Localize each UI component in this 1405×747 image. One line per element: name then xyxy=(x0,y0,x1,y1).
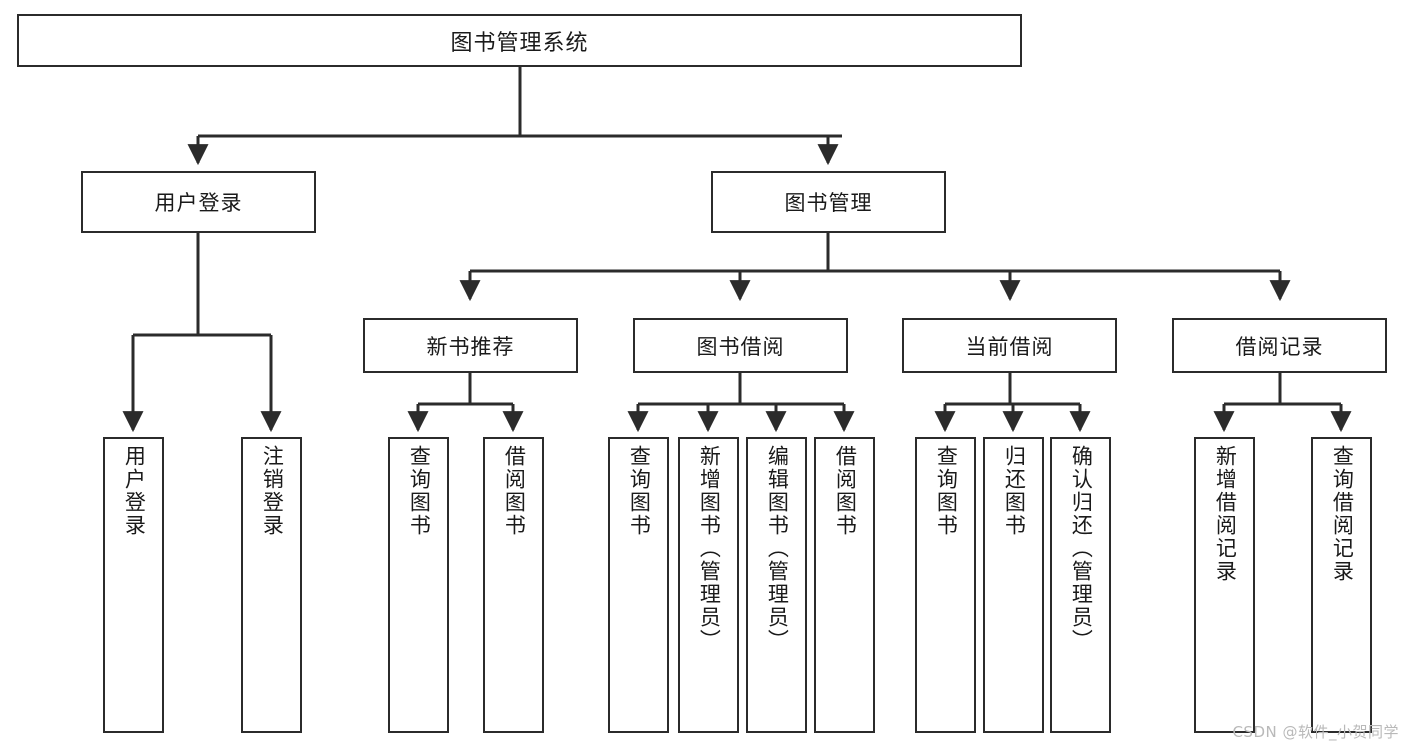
node-label: 确认归还（管理员） xyxy=(1069,445,1094,652)
csdn-watermark: CSDN @软件_小贺同学 xyxy=(1232,723,1399,741)
node-label: 图书管理 xyxy=(784,191,873,215)
node-label: 新书推荐 xyxy=(426,334,515,359)
node-label: 编辑图书（管理员） xyxy=(765,445,790,652)
node-leaf-logout[interactable]: 注销登录 xyxy=(241,437,302,733)
node-leaf-edit-book[interactable]: 编辑图书（管理员） xyxy=(746,437,807,733)
node-leaf-return-book[interactable]: 归还图书 xyxy=(983,437,1044,733)
node-borrow-record[interactable]: 借阅记录 xyxy=(1172,318,1387,373)
node-leaf-user-login[interactable]: 用户登录 xyxy=(103,437,164,733)
node-label: 图书管理系统 xyxy=(450,30,589,56)
node-user-login[interactable]: 用户登录 xyxy=(81,171,316,233)
node-leaf-query-book-3[interactable]: 查询图书 xyxy=(915,437,976,733)
node-label: 查询借阅记录 xyxy=(1330,445,1355,583)
node-label: 查询图书 xyxy=(627,445,652,537)
node-leaf-add-book[interactable]: 新增图书（管理员） xyxy=(678,437,739,733)
node-leaf-confirm-return[interactable]: 确认归还（管理员） xyxy=(1050,437,1111,733)
node-label: 注销登录 xyxy=(260,445,285,537)
node-label: 图书借阅 xyxy=(696,334,785,359)
node-book-manage[interactable]: 图书管理 xyxy=(711,171,946,233)
node-new-book-recommend[interactable]: 新书推荐 xyxy=(363,318,578,373)
node-label: 查询图书 xyxy=(407,445,432,537)
node-label: 新增借阅记录 xyxy=(1213,445,1238,583)
node-label: 当前借阅 xyxy=(965,334,1054,359)
node-label: 借阅记录 xyxy=(1235,334,1324,359)
node-current-borrow[interactable]: 当前借阅 xyxy=(902,318,1117,373)
node-label: 归还图书 xyxy=(1002,445,1027,537)
node-book-borrow[interactable]: 图书借阅 xyxy=(633,318,848,373)
node-leaf-query-record[interactable]: 查询借阅记录 xyxy=(1311,437,1372,733)
node-leaf-query-book-1[interactable]: 查询图书 xyxy=(388,437,449,733)
node-label: 用户登录 xyxy=(122,445,147,537)
node-root-system[interactable]: 图书管理系统 xyxy=(17,14,1022,67)
node-label: 用户登录 xyxy=(154,191,243,215)
node-leaf-borrow-book-2[interactable]: 借阅图书 xyxy=(814,437,875,733)
node-label: 借阅图书 xyxy=(833,445,858,537)
node-label: 借阅图书 xyxy=(502,445,527,537)
node-label: 新增图书（管理员） xyxy=(697,445,722,652)
node-leaf-borrow-book-1[interactable]: 借阅图书 xyxy=(483,437,544,733)
node-leaf-add-record[interactable]: 新增借阅记录 xyxy=(1194,437,1255,733)
node-label: 查询图书 xyxy=(934,445,959,537)
node-leaf-query-book-2[interactable]: 查询图书 xyxy=(608,437,669,733)
